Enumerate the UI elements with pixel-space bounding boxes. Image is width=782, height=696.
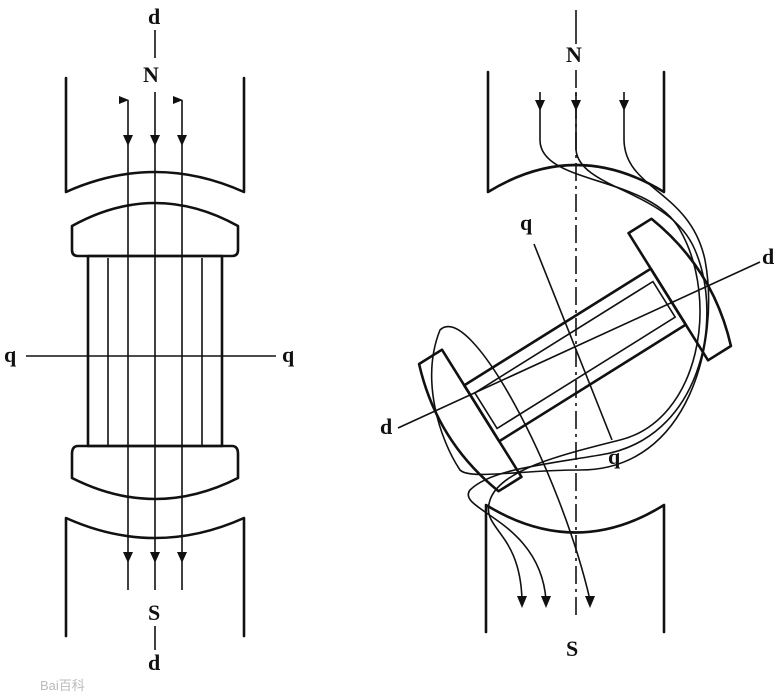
right-rotor-left-shoe	[417, 348, 523, 493]
right-q-axis	[533, 243, 613, 441]
left-top-d-label: d	[148, 4, 160, 29]
right-q-lower-label: q	[608, 444, 621, 469]
right-south-pole	[484, 503, 666, 634]
left-rotor-lower-shoe	[70, 444, 240, 501]
left-q-right-label: q	[282, 342, 295, 367]
left-flux-lines	[107, 92, 203, 590]
right-d-lower-label: d	[380, 414, 392, 439]
right-rotor-body	[462, 267, 688, 443]
right-d-upper-label: d	[762, 244, 774, 269]
right-rotor-right-shoe	[627, 217, 733, 362]
left-north-label: N	[143, 62, 159, 87]
right-flux-lines	[430, 92, 710, 608]
left-q-left-label: q	[4, 342, 17, 367]
right-q-upper-label: q	[520, 210, 533, 235]
left-south-label: S	[148, 600, 160, 625]
watermark: Bai百科	[40, 678, 85, 693]
right-figure: N S d d q q	[380, 10, 774, 661]
left-rotor-upper-shoe	[70, 201, 240, 258]
right-d-axis	[397, 261, 761, 429]
left-bottom-d-label: d	[148, 650, 160, 675]
right-south-label: S	[566, 636, 578, 661]
left-figure: d N S d q q	[4, 4, 295, 675]
right-rotor	[417, 217, 733, 493]
right-north-label: N	[566, 42, 582, 67]
